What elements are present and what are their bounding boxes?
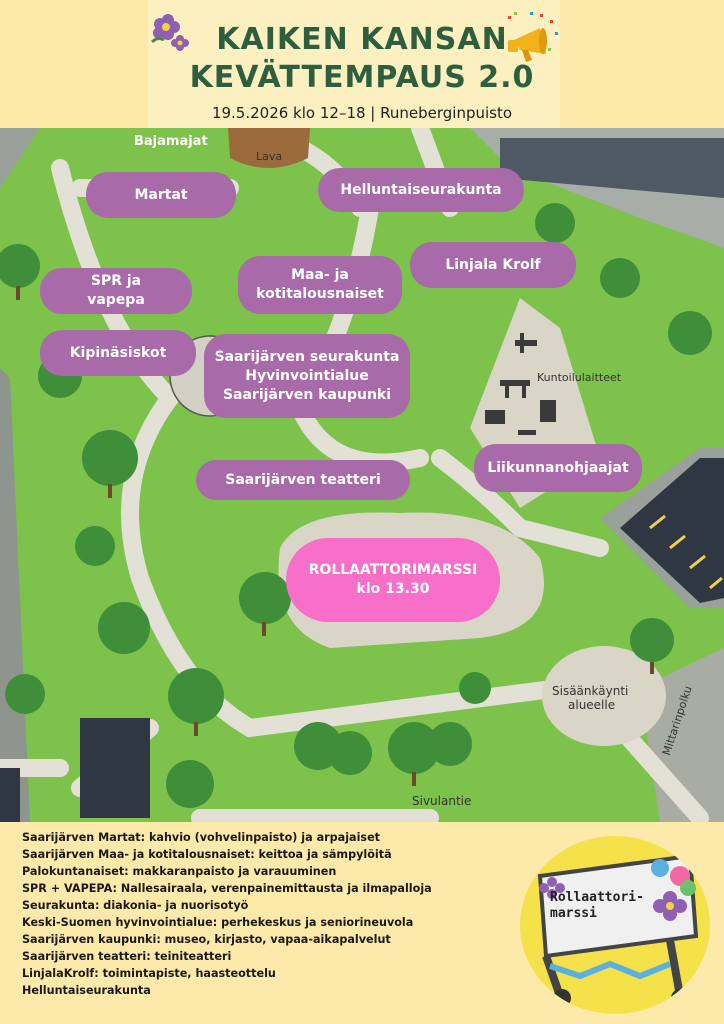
legend-item: Saarijärven teatteri: teiniteatteri [22,950,232,963]
pill-kipinasiskot[interactable]: Kipinäsiskot [40,330,196,376]
map-label-kuntoilulaitteet: Kuntoilulaitteet [537,371,622,384]
event-subtitle: 19.5.2026 klo 12–18 | Runeberginpuisto [211,104,513,122]
legend-item: Seurakunta: diakonia- ja nuorisotyö [22,899,249,912]
pill-teatteri[interactable]: Saarijärven teatteri [196,460,410,500]
map-label-sivulantie: Sivulantie [412,794,472,808]
pill-spr[interactable]: SPR ja vapepa [40,268,192,314]
legend-item: Saarijärven kaupunki: museo, kirjasto, v… [22,933,391,946]
megaphone-icon [508,12,558,62]
pill-martat[interactable]: Martat [86,172,236,218]
map-label-sisaankaynti: Sisäänkäynti [552,684,629,698]
pill-linjala-krolf[interactable]: Linjala Krolf [410,242,576,288]
legend-item: LinjalaKrolf: toimintapiste, haasteottel… [22,967,276,980]
header: KAIKEN KANSAN KEVÄTTEMPAUS 2.0 19.5.2026… [0,0,724,128]
title-line-1: KAIKEN KANSAN [216,22,508,57]
map-label-lava: Lava [256,150,283,163]
park-map: Bajamajat Lava Kuntoilulaitteet Sisäänkä… [0,128,724,822]
legend-item: SPR + VAPEPA: Nallesairaala, verenpainem… [22,882,432,895]
legend-list: Saarijärven Martat: kahvio (vohvelinpais… [22,829,502,999]
walker-icon [537,853,699,1007]
pill-liikunnanohjaajat[interactable]: Liikunnanohjaajat [474,444,642,492]
pill-maa-kotitalousnaiset[interactable]: Maa- ja kotitalousnaiset [238,256,402,314]
rollaattorimarssi-badge: Rollaattori- marssi [520,836,710,1014]
map-label-bajamajat: Bajamajat [134,134,208,149]
legend-item: Saarijärven Martat: kahvio (vohvelinpais… [22,831,381,844]
legend-item: Helluntaiseurakunta [22,984,151,997]
legend-item: Saarijärven Maa- ja kotitalousnaiset: ke… [22,848,392,861]
pill-seurakunta[interactable]: Saarijärven seurakunta Hyvinvointialue S… [204,334,410,418]
map-label-alueelle: alueelle [568,698,616,712]
pill-helluntaiseurakunta[interactable]: Helluntaiseurakunta [318,168,524,212]
badge-text: Rollaattori- marssi [550,890,644,921]
legend-item: Palokuntanaiset: makkaranpaisto ja varau… [22,865,337,878]
header-panel [148,0,560,128]
flower-icon [150,14,189,51]
title-line-2: KEVÄTTEMPAUS 2.0 [189,60,535,95]
pill-rollaattorimarssi[interactable]: ROLLAATTORIMARSSI klo 13.30 [286,538,500,622]
legend-item: Keski-Suomen hyvinvointialue: perhekesku… [22,916,414,929]
legend-section: Saarijärven Martat: kahvio (vohvelinpais… [0,822,724,1024]
